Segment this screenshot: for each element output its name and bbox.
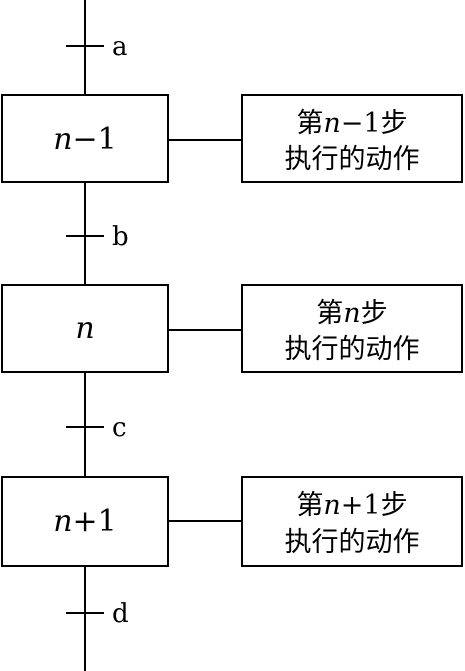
step-box (1, 476, 169, 567)
action-prefix: 第 (316, 298, 343, 329)
action-n-plus-1: 第n+1步 执行的动作 (241, 476, 463, 567)
action-line-1: 第n步 (316, 298, 387, 329)
transition-label-c: c (112, 413, 127, 443)
action-line-1: 第n+1步 (296, 490, 407, 521)
action-suffix: −1步 (341, 108, 408, 139)
step-n-plus-1: n+1 (1, 476, 169, 567)
step-box (1, 94, 169, 183)
action-n-minus-1: 第n−1步 执行的动作 (241, 94, 463, 183)
transition-label-a: a (112, 32, 128, 62)
action-line-2: 执行的动作 (285, 527, 420, 558)
transition-label-d: d (112, 599, 129, 629)
action-n: 第n步 执行的动作 (241, 284, 463, 373)
action-line-1: 第n−1步 (296, 108, 407, 139)
step-label: n (75, 311, 94, 346)
action-var: n (323, 108, 340, 139)
step-n: n (1, 284, 169, 373)
step-label-var: n (53, 122, 72, 157)
action-box (241, 94, 463, 183)
action-suffix: +1步 (341, 490, 408, 521)
step-label: n+1 (53, 504, 117, 539)
step-label: n−1 (53, 122, 117, 157)
action-box (241, 476, 463, 567)
action-var: n (343, 298, 360, 329)
action-prefix: 第 (296, 490, 323, 521)
action-var: n (323, 490, 340, 521)
transition-label-b: b (112, 222, 129, 252)
step-n-minus-1: n−1 (1, 94, 169, 183)
step-label-suffix: −1 (73, 122, 117, 157)
action-suffix: 步 (361, 298, 388, 329)
action-prefix: 第 (296, 108, 323, 139)
step-box (1, 284, 169, 373)
step-label-suffix: +1 (73, 504, 117, 539)
action-box (241, 284, 463, 373)
action-line-2: 执行的动作 (285, 334, 420, 365)
step-label-var: n (53, 504, 72, 539)
action-line-2: 执行的动作 (285, 144, 420, 175)
step-label-var: n (75, 311, 94, 346)
